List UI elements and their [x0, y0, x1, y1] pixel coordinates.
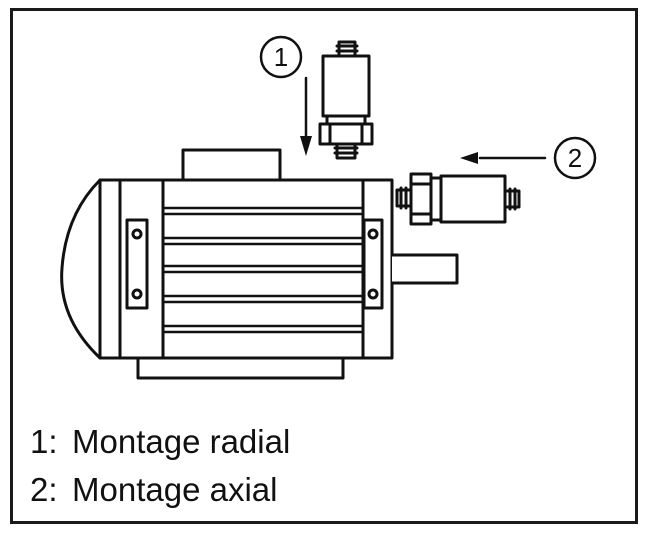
legend-text: Montage axial	[72, 471, 278, 508]
legend-item-radial: 1: Montage radial	[30, 425, 290, 473]
sensor-axial	[395, 172, 521, 226]
motor-foot	[136, 356, 345, 380]
callout-1-label: 1	[274, 42, 288, 72]
callout-2: 2	[553, 136, 597, 180]
legend: 1: Montage radial 2: Montage axial	[30, 425, 290, 521]
electric-motor	[60, 148, 459, 380]
arrow-down-radial	[300, 76, 312, 156]
motor-body	[118, 178, 394, 360]
sensor-radial	[318, 40, 374, 160]
terminal-box	[181, 148, 282, 182]
legend-text: Montage radial	[72, 423, 291, 460]
cooling-fins	[161, 206, 365, 334]
legend-item-axial: 2: Montage axial	[30, 473, 290, 521]
left-bracket	[125, 218, 149, 310]
legend-number: 1:	[30, 423, 58, 460]
arrow-left-axial	[460, 152, 547, 164]
motor-shaft	[390, 253, 459, 285]
bolt-hole	[131, 288, 143, 300]
legend-number: 2:	[30, 471, 58, 508]
right-bracket	[362, 218, 384, 310]
callout-1: 1	[259, 35, 303, 79]
rear-end-cap	[60, 178, 122, 360]
bolt-hole	[367, 288, 379, 300]
bolt-hole	[131, 228, 143, 240]
bolt-hole	[367, 228, 379, 240]
callout-2-label: 2	[568, 143, 582, 173]
